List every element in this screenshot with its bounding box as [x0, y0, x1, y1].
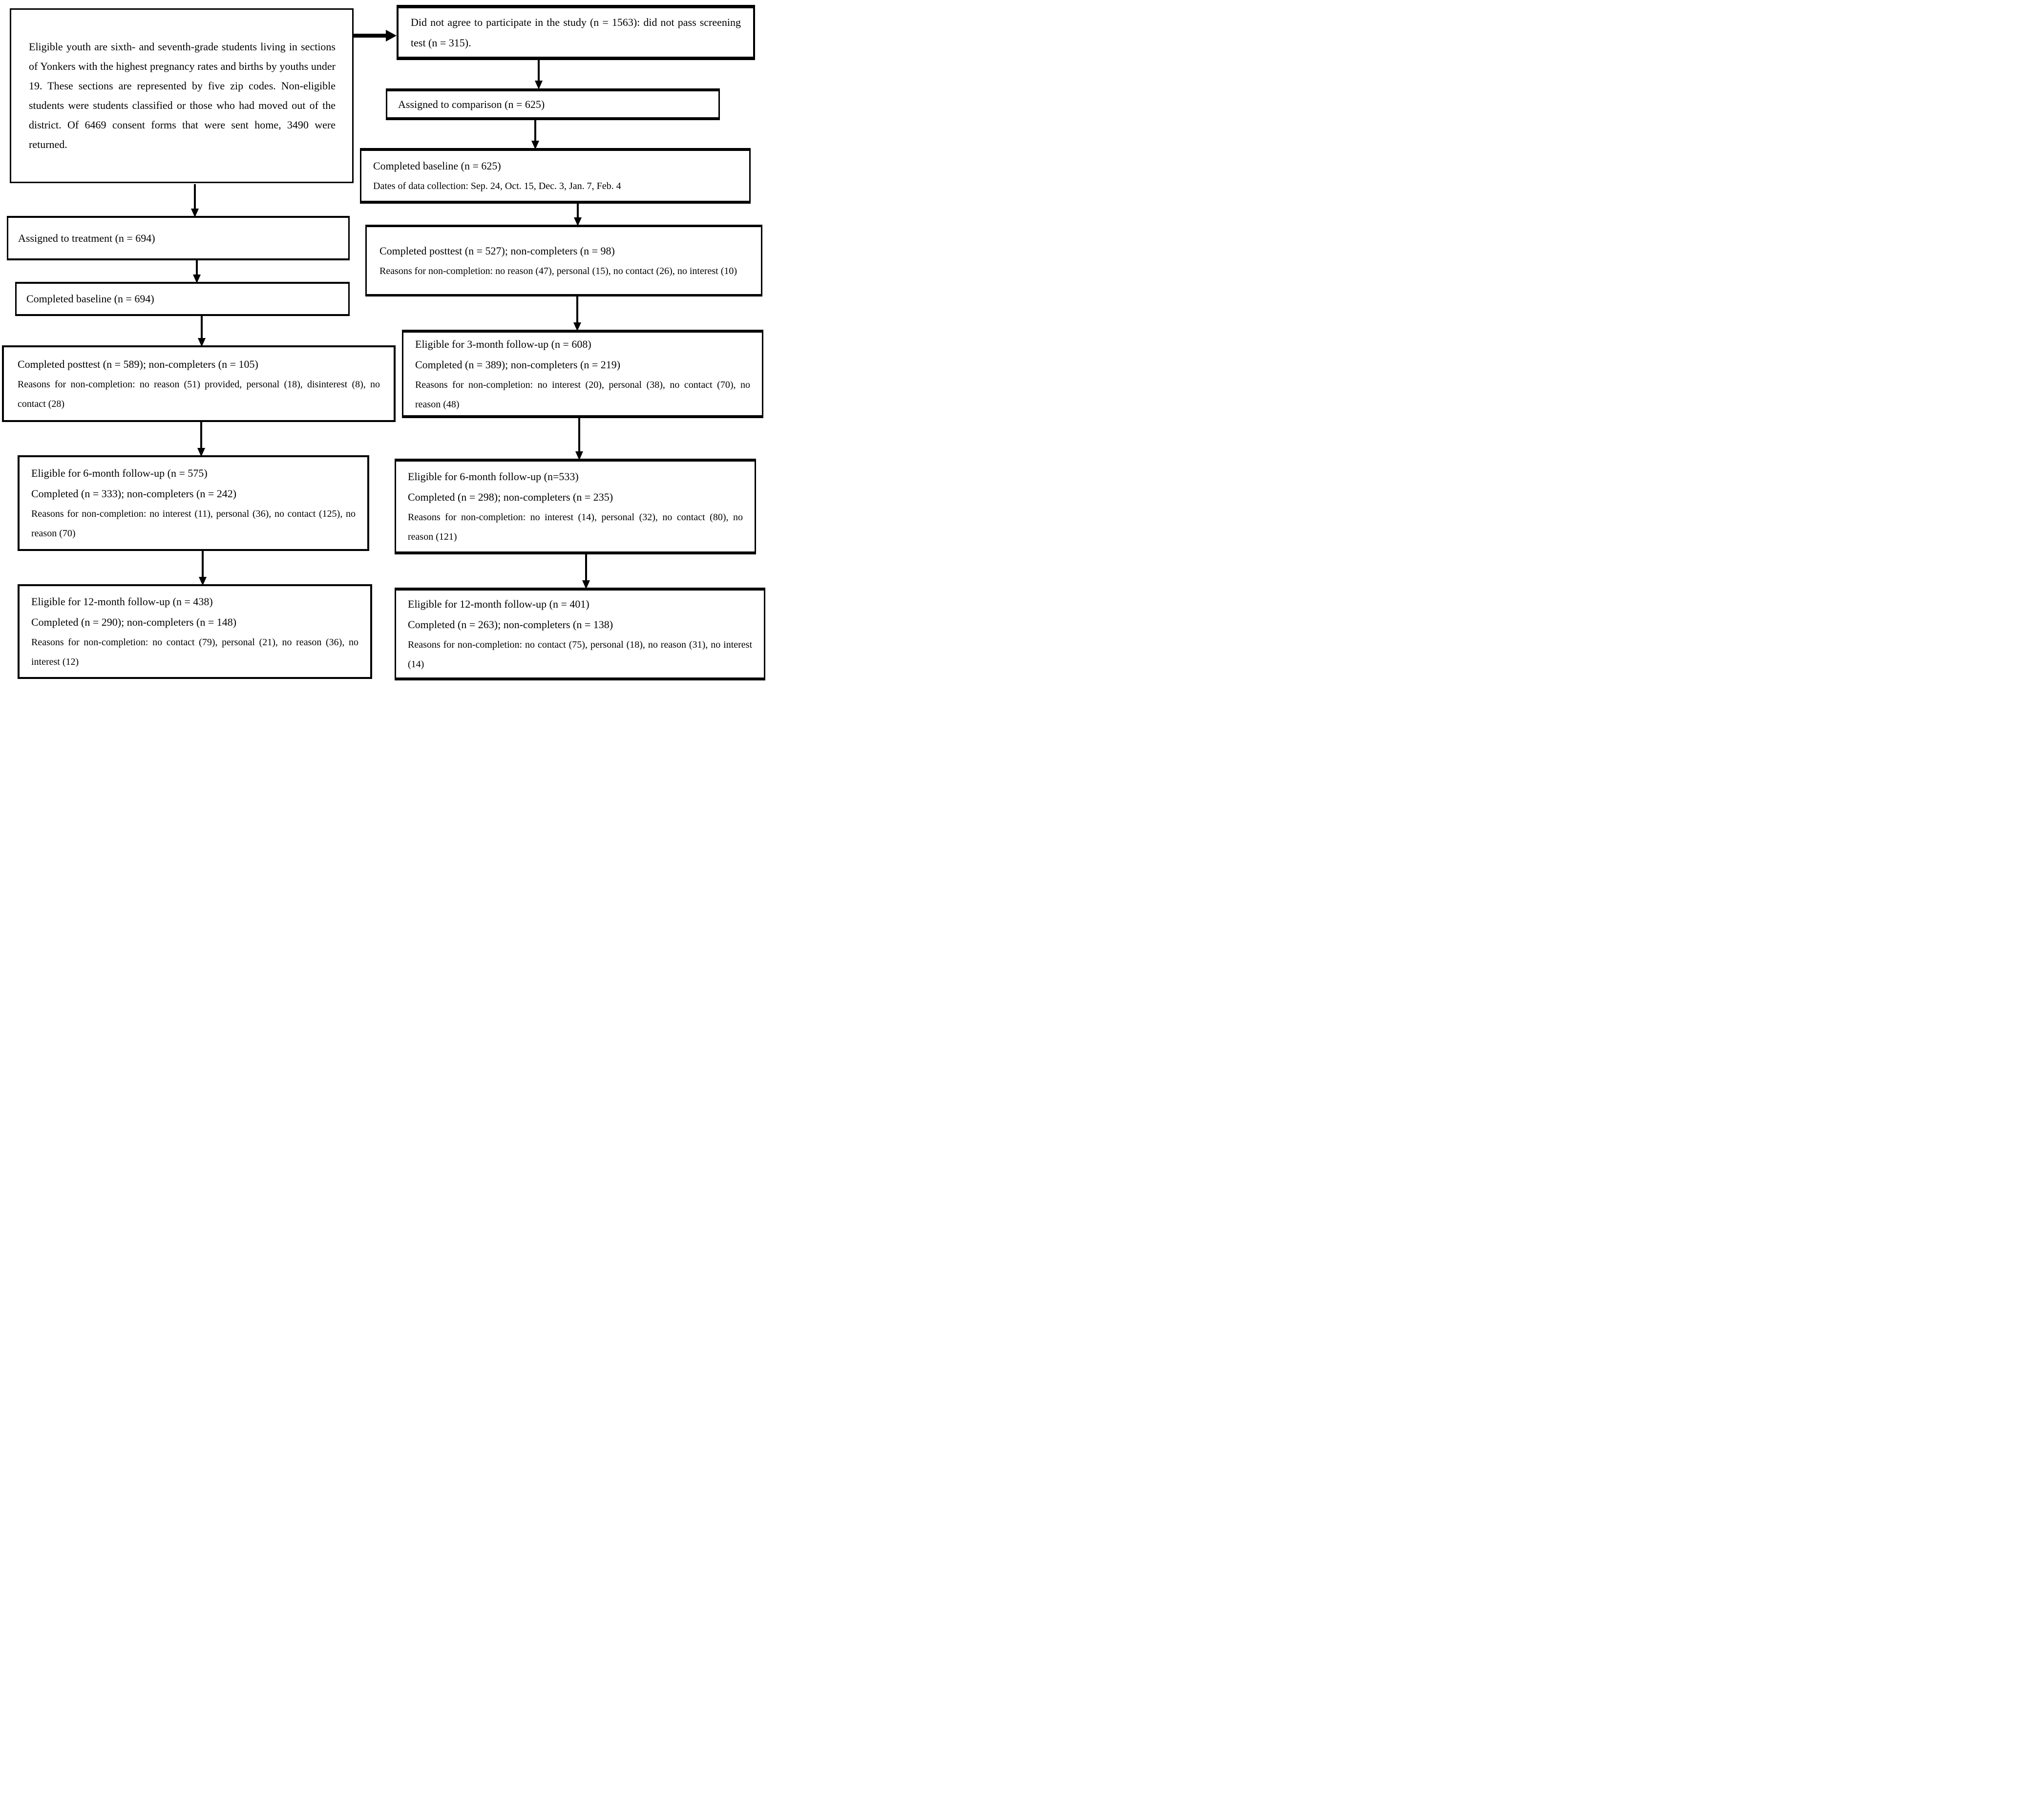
arrow-down-head [582, 580, 590, 589]
arrow-down-head [575, 451, 583, 460]
arrow-down-head [573, 322, 581, 331]
arrow-stem [196, 260, 198, 276]
baseline-comparison-dates: Dates of data collection: Sep. 24, Oct. … [373, 181, 621, 191]
followup-6mo-comparison-reasons: Reasons for non-completion: no interest … [408, 512, 743, 542]
box-completed-posttest-comparison: Completed posttest (n = 527); non-comple… [365, 225, 762, 296]
arrow-stem [354, 34, 388, 38]
box-assigned-comparison: Assigned to comparison (n = 625) [386, 88, 720, 120]
followup-12mo-treatment-completed: Completed (n = 290); non-completers (n =… [31, 616, 237, 628]
arrow-down-head [198, 338, 206, 347]
box-completed-baseline-comparison: Completed baseline (n = 625) Dates of da… [360, 148, 751, 204]
arrow-baseline-to-posttest-treatment [198, 316, 206, 347]
arrow-down-head [574, 217, 582, 226]
followup-6mo-treatment-title: Eligible for 6-month follow-up (n = 575) [31, 467, 208, 479]
arrow-right-head [386, 30, 397, 42]
followup-12mo-treatment-title: Eligible for 12-month follow-up (n = 438… [31, 595, 213, 608]
followup-6mo-comparison-completed: Completed (n = 298); non-completers (n =… [408, 491, 613, 503]
box-completed-baseline-treatment: Completed baseline (n = 694) [15, 282, 350, 316]
eligibility-text: Eligible youth are sixth- and seventh-gr… [29, 41, 336, 150]
followup-3mo-completed: Completed (n = 389); non-completers (n =… [415, 358, 621, 371]
arrow-stem [194, 184, 196, 210]
box-followup-12mo-treatment: Eligible for 12-month follow-up (n = 438… [18, 584, 372, 679]
arrow-stem [534, 120, 536, 142]
arrow-eligibility-to-did-not-agree [354, 30, 397, 42]
completed-baseline-comparison-line: Completed baseline (n = 625) [373, 160, 501, 172]
box-followup-6mo-comparison: Eligible for 6-month follow-up (n=533) C… [395, 459, 756, 554]
arrow-down-head [191, 209, 199, 217]
followup-3mo-reasons: Reasons for non-completion: no interest … [415, 379, 750, 410]
flowchart-canvas: Eligible youth are sixth- and seventh-gr… [0, 0, 766, 683]
arrow-stem [578, 417, 580, 453]
arrow-6mo-to-12mo-treatment [199, 550, 207, 586]
arrow-6mo-to-12mo-comparison [582, 553, 590, 589]
posttest-comparison-reasons: Reasons for non-completion: no reason (4… [379, 265, 737, 276]
arrow-down-head [193, 275, 201, 283]
arrow-stem [202, 550, 204, 578]
arrow-stem [201, 316, 203, 339]
arrow-baseline-to-posttest-comparison [574, 202, 582, 226]
completed-baseline-treatment-text: Completed baseline (n = 694) [26, 293, 154, 305]
followup-12mo-comparison-reasons: Reasons for non-completion: no contact (… [408, 639, 752, 670]
box-followup-3mo-comparison: Eligible for 3-month follow-up (n = 608)… [402, 330, 763, 418]
followup-6mo-treatment-completed: Completed (n = 333); non-completers (n =… [31, 487, 237, 500]
box-followup-6mo-treatment: Eligible for 6-month follow-up (n = 575)… [18, 455, 369, 551]
followup-12mo-treatment-reasons: Reasons for non-completion: no contact (… [31, 637, 358, 667]
box-eligibility-criteria: Eligible youth are sixth- and seventh-gr… [10, 8, 354, 183]
box-followup-12mo-comparison: Eligible for 12-month follow-up (n = 401… [395, 588, 765, 680]
arrow-stem [200, 422, 202, 449]
did-not-agree-text: Did not agree to participate in the stud… [411, 16, 741, 49]
followup-12mo-comparison-title: Eligible for 12-month follow-up (n = 401… [408, 598, 589, 610]
posttest-treatment-reasons: Reasons for non-completion: no reason (5… [18, 379, 380, 409]
assigned-treatment-text: Assigned to treatment (n = 694) [18, 232, 155, 244]
arrow-stem [576, 296, 578, 324]
arrow-stem [538, 59, 540, 82]
posttest-treatment-line: Completed posttest (n = 589); non-comple… [18, 358, 258, 370]
arrow-stem [585, 553, 587, 582]
arrow-down-head [535, 81, 543, 89]
box-did-not-agree: Did not agree to participate in the stud… [397, 5, 755, 60]
arrow-posttest-to-3mo-comparison [573, 296, 581, 331]
arrow-treatment-to-baseline [193, 260, 201, 283]
arrow-down-head [199, 577, 207, 586]
posttest-comparison-line: Completed posttest (n = 527); non-comple… [379, 244, 615, 257]
box-assigned-treatment: Assigned to treatment (n = 694) [7, 216, 350, 260]
arrow-comparison-to-baseline [531, 120, 539, 149]
arrow-down-head [531, 141, 539, 149]
followup-6mo-comparison-title: Eligible for 6-month follow-up (n=533) [408, 470, 579, 483]
followup-6mo-treatment-reasons: Reasons for non-completion: no interest … [31, 508, 356, 539]
box-completed-posttest-treatment: Completed posttest (n = 589); non-comple… [2, 345, 396, 422]
arrow-did-not-agree-to-comparison [535, 59, 543, 89]
arrow-eligibility-to-treatment [191, 184, 199, 217]
assigned-comparison-text: Assigned to comparison (n = 625) [398, 98, 545, 110]
arrow-3mo-to-6mo-comparison [575, 417, 583, 460]
followup-12mo-comparison-completed: Completed (n = 263); non-completers (n =… [408, 618, 613, 631]
arrow-down-head [197, 448, 205, 457]
followup-3mo-title: Eligible for 3-month follow-up (n = 608) [415, 338, 591, 350]
arrow-stem [577, 202, 579, 219]
arrow-posttest-to-6mo-treatment [197, 422, 205, 457]
